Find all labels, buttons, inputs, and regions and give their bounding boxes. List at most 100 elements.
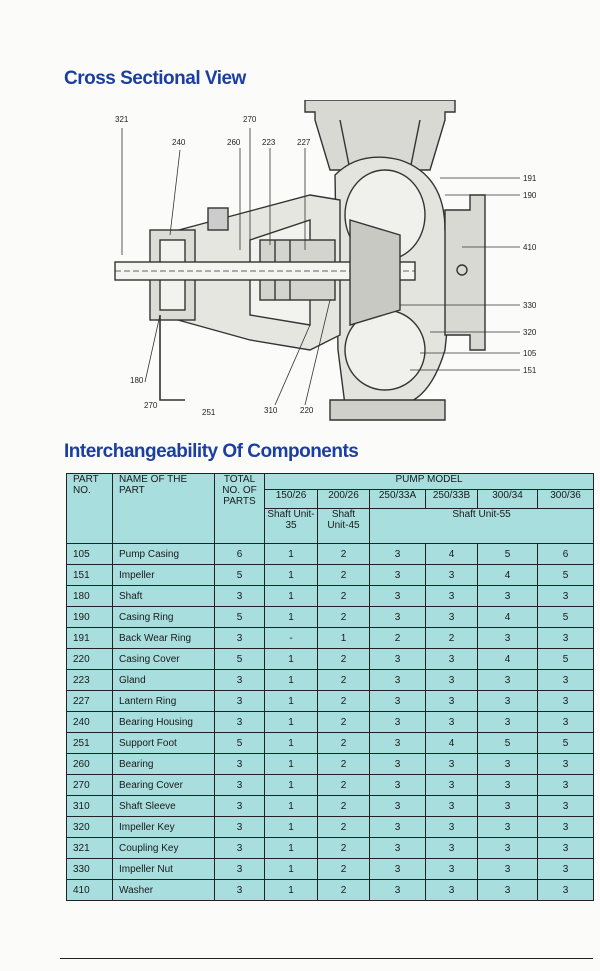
part-number-cell: 251 [66, 732, 113, 754]
part-number-cell: 321 [66, 837, 113, 859]
model-count-cell: 1 [264, 648, 318, 670]
model-count-cell: 5 [536, 606, 595, 628]
model-count-cell: 4 [425, 732, 478, 754]
model-count-cell: 3 [536, 669, 595, 691]
model-count-cell: 3 [369, 564, 426, 586]
callout-label: 191 [523, 174, 537, 183]
total-parts-cell: 3 [214, 837, 265, 859]
model-count-cell: 2 [317, 648, 370, 670]
part-number-cell: 191 [66, 627, 113, 649]
model-count-cell: 3 [425, 690, 478, 712]
model-count-cell: 3 [369, 711, 426, 733]
model-count-cell: 3 [369, 774, 426, 796]
total-parts-cell: 3 [214, 669, 265, 691]
part-number-cell: 330 [66, 858, 113, 880]
components-table: PART NO. NAME OF THE PART TOTAL NO. OF P… [66, 473, 595, 901]
header-part-name: NAME OF THE PART [112, 473, 215, 544]
callout-label: 251 [202, 408, 216, 417]
model-count-cell: 3 [536, 879, 595, 901]
part-name-cell: Gland [112, 669, 215, 691]
model-count-cell: 1 [264, 774, 318, 796]
model-count-cell: 3 [536, 627, 595, 649]
part-name-cell: Impeller [112, 564, 215, 586]
model-count-cell: 1 [264, 753, 318, 775]
part-number-cell: 260 [66, 753, 113, 775]
model-count-cell: 2 [369, 627, 426, 649]
model-count-cell: 3 [536, 774, 595, 796]
model-count-cell: 3 [369, 837, 426, 859]
total-parts-cell: 3 [214, 753, 265, 775]
model-count-cell: 3 [536, 816, 595, 838]
model-count-cell: 3 [477, 585, 538, 607]
model-count-cell: 3 [369, 816, 426, 838]
model-count-cell: 1 [317, 627, 370, 649]
model-count-cell: 3 [425, 711, 478, 733]
model-count-cell: 5 [536, 732, 595, 754]
model-count-cell: 2 [317, 795, 370, 817]
total-parts-cell: 3 [214, 774, 265, 796]
callout-label: 270 [243, 115, 257, 124]
model-count-cell: 3 [369, 753, 426, 775]
header-model: 250/33B [425, 489, 478, 509]
model-count-cell: 2 [317, 732, 370, 754]
model-count-cell: 5 [536, 564, 595, 586]
callout-label: 190 [523, 191, 537, 200]
total-parts-cell: 3 [214, 795, 265, 817]
total-parts-cell: 5 [214, 606, 265, 628]
model-count-cell: 3 [477, 711, 538, 733]
model-count-cell: 5 [477, 543, 538, 565]
model-count-cell: 4 [477, 564, 538, 586]
model-count-cell: 6 [536, 543, 595, 565]
model-count-cell: 3 [425, 795, 478, 817]
total-parts-cell: 6 [214, 543, 265, 565]
model-count-cell: 3 [536, 753, 595, 775]
header-part-no: PART NO. [66, 473, 113, 544]
model-count-cell: 2 [317, 543, 370, 565]
part-number-cell: 320 [66, 816, 113, 838]
model-count-cell: 3 [477, 858, 538, 880]
part-name-cell: Pump Casing [112, 543, 215, 565]
model-count-cell: 3 [425, 858, 478, 880]
total-parts-cell: 3 [214, 816, 265, 838]
bottom-divider [60, 958, 593, 959]
model-count-cell: 3 [425, 606, 478, 628]
part-name-cell: Casing Cover [112, 648, 215, 670]
model-count-cell: 3 [369, 669, 426, 691]
pump-cross-section-drawing: 321 240 270 260 223 227 191 190 410 330 … [114, 100, 537, 421]
part-number-cell: 220 [66, 648, 113, 670]
model-count-cell: 3 [477, 690, 538, 712]
header-total-parts: TOTAL NO. OF PARTS [214, 473, 265, 544]
callout-label: 330 [523, 301, 537, 310]
interchangeability-title: Interchangeability Of Components [64, 441, 359, 462]
callout-label: 227 [297, 138, 311, 147]
model-count-cell: 3 [425, 585, 478, 607]
model-count-cell: 3 [425, 837, 478, 859]
header-model: 150/26 [264, 489, 318, 509]
header-model: 300/34 [477, 489, 538, 509]
part-number-cell: 310 [66, 795, 113, 817]
part-number-cell: 223 [66, 669, 113, 691]
part-name-cell: Washer [112, 879, 215, 901]
model-count-cell: 1 [264, 816, 318, 838]
model-count-cell: 3 [369, 690, 426, 712]
total-parts-cell: 3 [214, 585, 265, 607]
model-count-cell: 1 [264, 837, 318, 859]
model-count-cell: 1 [264, 564, 318, 586]
model-count-cell: 3 [369, 879, 426, 901]
model-count-cell: 5 [477, 732, 538, 754]
model-count-cell: 3 [536, 837, 595, 859]
model-count-cell: 3 [369, 585, 426, 607]
part-name-cell: Impeller Key [112, 816, 215, 838]
model-count-cell: 1 [264, 879, 318, 901]
model-count-cell: 3 [477, 669, 538, 691]
part-name-cell: Lantern Ring [112, 690, 215, 712]
model-count-cell: 1 [264, 795, 318, 817]
model-count-cell: 2 [425, 627, 478, 649]
